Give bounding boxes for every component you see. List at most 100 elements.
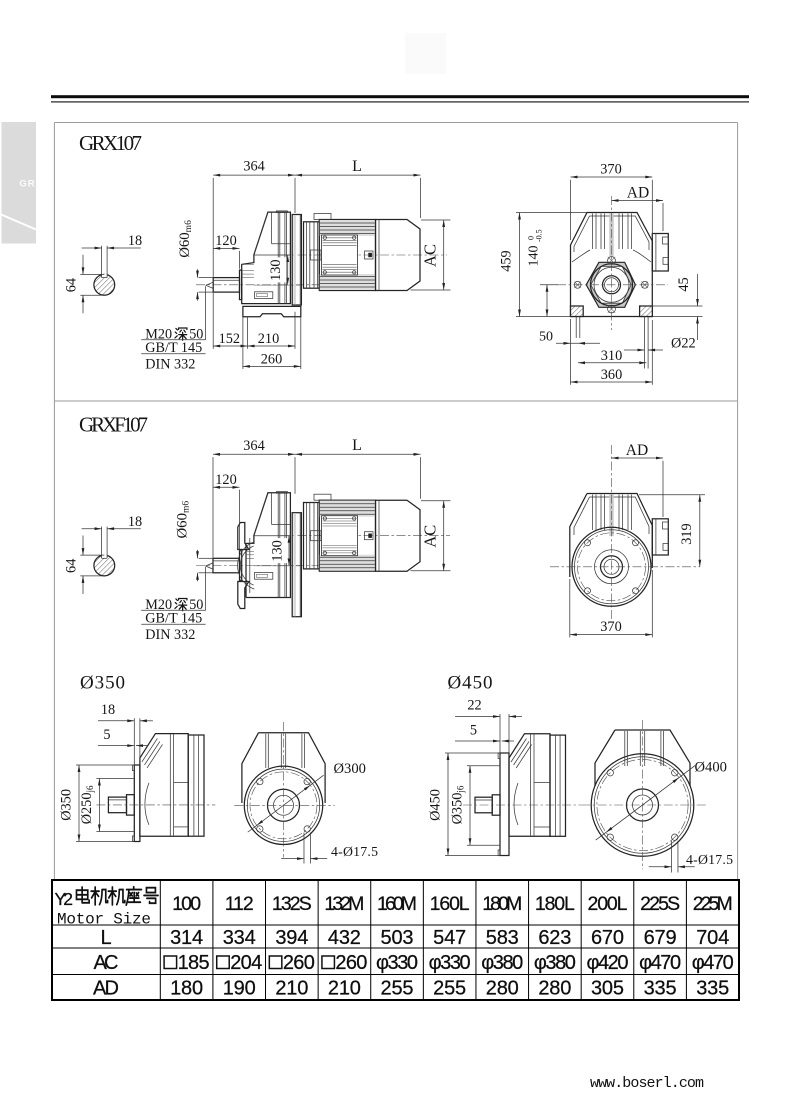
svg-text:AC: AC: [94, 952, 119, 974]
svg-text:Ø350j6: Ø350j6: [450, 785, 466, 824]
svg-text:335: 335: [696, 978, 729, 1000]
svg-text:364: 364: [243, 159, 264, 175]
svg-text:200L: 200L: [587, 893, 627, 915]
svg-text:370: 370: [600, 619, 621, 635]
svg-text:310: 310: [601, 348, 622, 364]
svg-text:L: L: [352, 158, 362, 175]
svg-text:GRX107: GRX107: [79, 131, 142, 155]
svg-text:50: 50: [539, 330, 553, 345]
svg-text:459: 459: [498, 250, 514, 271]
svg-text:0: 0: [527, 236, 536, 240]
svg-text:www.boserl.com: www.boserl.com: [590, 1075, 704, 1092]
svg-text:210: 210: [258, 331, 279, 347]
svg-text:GRXF107: GRXF107: [79, 413, 148, 437]
svg-text:φ420: φ420: [586, 952, 628, 974]
svg-text:112: 112: [225, 893, 254, 915]
svg-text:704: 704: [696, 927, 729, 949]
svg-text:190: 190: [223, 978, 256, 1000]
svg-text:Motor Size: Motor Size: [57, 911, 151, 929]
svg-text:50: 50: [189, 597, 203, 613]
svg-text:5: 5: [103, 727, 110, 743]
svg-text:260: 260: [261, 351, 282, 367]
svg-text:64: 64: [64, 278, 80, 292]
svg-text:4-Ø17.5: 4-Ø17.5: [331, 844, 378, 859]
svg-text:Ø60m6: Ø60m6: [177, 220, 194, 258]
svg-text:4-Ø17.5: 4-Ø17.5: [686, 852, 733, 867]
svg-text:GR: GR: [19, 179, 35, 190]
svg-text:260: 260: [283, 952, 315, 974]
svg-text:Ø350: Ø350: [80, 673, 125, 694]
svg-text:φ380: φ380: [534, 952, 576, 974]
svg-text:364: 364: [243, 438, 264, 454]
svg-text:L: L: [100, 927, 111, 949]
svg-text:670: 670: [591, 927, 624, 949]
svg-text:132S: 132S: [272, 893, 312, 915]
svg-text:Ø250j6: Ø250j6: [79, 785, 95, 824]
svg-text:185: 185: [178, 952, 210, 974]
svg-text:DIN 332: DIN 332: [145, 357, 195, 373]
svg-text:305: 305: [591, 978, 624, 1000]
svg-text:AC: AC: [421, 244, 440, 267]
svg-text:152: 152: [219, 331, 240, 347]
svg-text:45: 45: [676, 277, 692, 291]
svg-text:210: 210: [275, 978, 308, 1000]
svg-text:132M: 132M: [324, 893, 364, 915]
svg-text:5: 5: [470, 723, 477, 739]
svg-text:370: 370: [600, 162, 621, 178]
svg-text:-0.5: -0.5: [535, 229, 544, 242]
svg-text:280: 280: [538, 978, 571, 1000]
svg-text:50: 50: [189, 327, 203, 343]
svg-text:180M: 180M: [482, 893, 522, 915]
svg-text:260: 260: [335, 952, 367, 974]
svg-text:314: 314: [170, 927, 203, 949]
svg-text:210: 210: [328, 978, 361, 1000]
svg-text:130: 130: [268, 259, 284, 280]
svg-text:M20: M20: [145, 597, 172, 613]
svg-text:360: 360: [601, 367, 622, 383]
svg-text:583: 583: [486, 927, 519, 949]
svg-text:204: 204: [230, 952, 262, 974]
svg-text:Ø400: Ø400: [695, 760, 727, 776]
svg-text:280: 280: [486, 978, 519, 1000]
svg-text:120: 120: [215, 472, 236, 488]
svg-text:334: 334: [223, 927, 256, 949]
svg-text:φ470: φ470: [692, 952, 734, 974]
svg-text:φ330: φ330: [376, 952, 418, 974]
svg-text:AD: AD: [93, 978, 119, 1000]
svg-text:φ380: φ380: [481, 952, 523, 974]
svg-text:φ330: φ330: [429, 952, 471, 974]
svg-text:679: 679: [644, 927, 677, 949]
svg-text:18: 18: [101, 702, 115, 718]
svg-text:Ø300: Ø300: [334, 761, 366, 777]
svg-text:L: L: [352, 437, 362, 454]
svg-text:AC: AC: [421, 525, 440, 548]
svg-text:18: 18: [128, 514, 142, 530]
svg-text:Ø60m6: Ø60m6: [175, 501, 192, 539]
svg-text:335: 335: [644, 978, 677, 1000]
svg-text:Ø350: Ø350: [59, 789, 75, 821]
svg-text:GB/T 145: GB/T 145: [145, 340, 202, 356]
svg-text:18: 18: [128, 233, 142, 249]
svg-text:180L: 180L: [535, 893, 575, 915]
svg-text:547: 547: [433, 927, 466, 949]
svg-text:Ø450: Ø450: [428, 789, 444, 821]
svg-text:255: 255: [381, 978, 414, 1000]
svg-text:503: 503: [381, 927, 414, 949]
svg-text:140: 140: [527, 246, 542, 267]
svg-text:Ø22: Ø22: [671, 335, 696, 351]
svg-text:225M: 225M: [693, 893, 733, 915]
svg-text:432: 432: [328, 927, 361, 949]
svg-text:180: 180: [170, 978, 203, 1000]
svg-text:255: 255: [433, 978, 466, 1000]
svg-text:120: 120: [215, 233, 236, 249]
svg-text:100: 100: [172, 893, 201, 915]
svg-text:AD: AD: [627, 185, 649, 202]
svg-text:M20: M20: [145, 327, 172, 343]
svg-text:64: 64: [64, 559, 80, 573]
svg-text:DIN 332: DIN 332: [145, 627, 195, 643]
svg-text:22: 22: [467, 698, 481, 714]
svg-text:160L: 160L: [430, 893, 470, 915]
svg-text:394: 394: [275, 927, 308, 949]
svg-text:Ø450: Ø450: [448, 673, 493, 694]
svg-text:160M: 160M: [377, 893, 417, 915]
